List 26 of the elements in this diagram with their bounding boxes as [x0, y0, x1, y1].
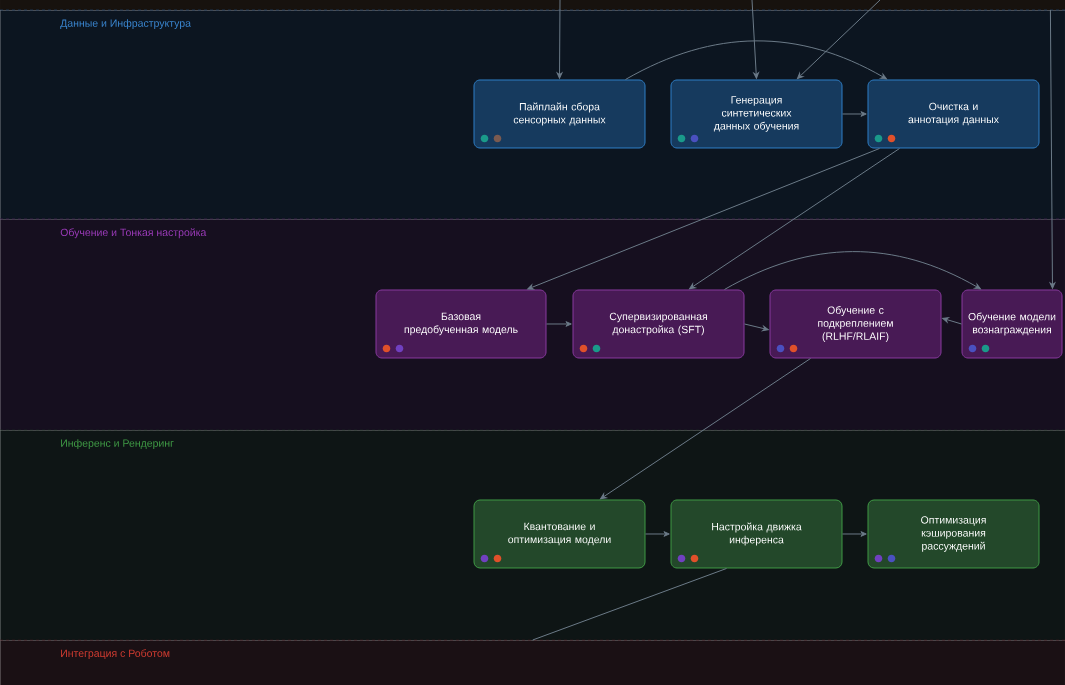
arrow: [625, 40, 887, 80]
arrow: [689, 148, 900, 290]
arrow: [744, 323, 769, 332]
arrow: [600, 358, 811, 500]
arrow: [546, 321, 572, 327]
lane-band: Интеграция с Роботом: [0, 640, 1065, 685]
process-box: Настройка движка инференса: [670, 499, 843, 569]
process-box: Очистка и аннотация данных: [867, 79, 1040, 149]
arrow: [942, 317, 962, 325]
arrow: [645, 531, 670, 537]
process-box: Пайплайн сбора сенсорных данных: [473, 79, 646, 149]
process-box: Обучение модели вознаграждения: [961, 289, 1063, 359]
arrow: [527, 148, 880, 290]
process-box: Базовая предобученная модель: [375, 289, 547, 359]
process-box: Супервизированная донастройка (SFT): [572, 289, 745, 359]
arrow: [751, 0, 759, 79]
process-box: Квантование и оптимизация модели: [473, 499, 646, 569]
arrow: [1049, 9, 1056, 289]
arrow: [796, 0, 881, 80]
arrow: [556, 0, 563, 79]
process-box: Обучение с подкреплением (RLHF/RLAIF): [769, 289, 942, 359]
arrow: [724, 251, 981, 290]
process-box: Оптимизация кэширования рассуждений: [867, 499, 1040, 569]
arrow: [842, 111, 867, 117]
arrow: [842, 531, 867, 537]
process-box: Генерация синтетических данных обучения: [670, 79, 843, 149]
